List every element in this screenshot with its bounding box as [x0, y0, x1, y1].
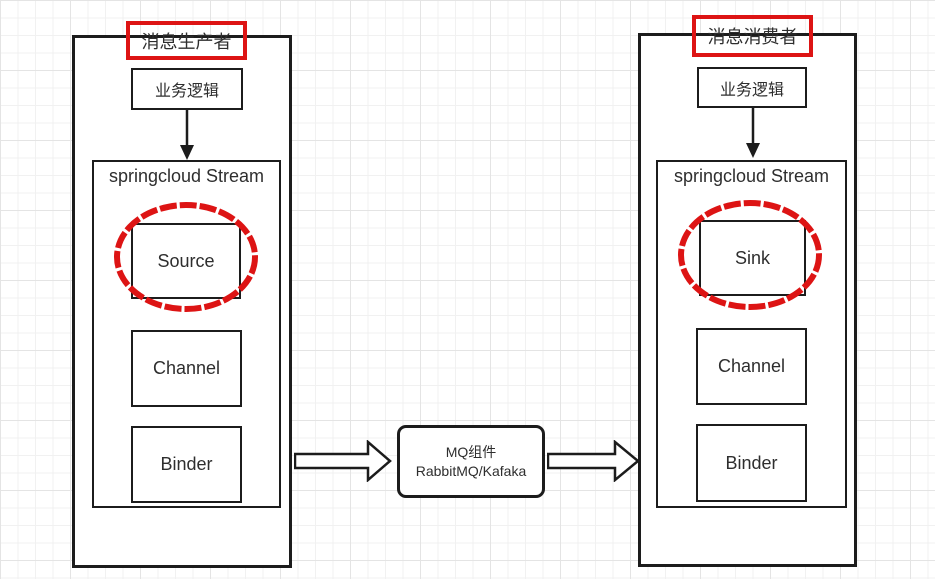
mq-label-line2: RabbitMQ/Kafaka — [415, 462, 527, 479]
producer-stream-label: springcloud Stream — [108, 166, 265, 186]
producer-to-mq-block-arrow-icon — [294, 440, 392, 482]
mq-to-consumer-block-arrow-icon — [547, 440, 640, 482]
consumer-title-highlight: 消息消费者 — [692, 15, 813, 57]
consumer-stream-label: springcloud Stream — [673, 166, 830, 186]
mq-label-line1: MQ组件 — [445, 443, 497, 460]
consumer-binder-box: Binder — [696, 424, 807, 502]
consumer-channel-box: Channel — [696, 328, 807, 405]
producer-title-highlight: 消息生产者 — [126, 21, 247, 60]
producer-source-box: Source — [131, 223, 241, 299]
mq-component-box: MQ组件 RabbitMQ/Kafaka — [397, 425, 545, 498]
producer-binder-box: Binder — [131, 426, 242, 503]
producer-source-label: Source — [157, 250, 215, 271]
consumer-sink-label: Sink — [734, 247, 770, 268]
consumer-business-logic-label: 业务逻辑 — [719, 81, 784, 99]
producer-down-arrow-icon — [180, 110, 194, 160]
consumer-title: 消息消费者 — [707, 27, 798, 47]
consumer-business-logic-box: 业务逻辑 — [697, 67, 807, 108]
producer-business-logic-label: 业务逻辑 — [154, 83, 219, 100]
consumer-down-arrow-icon — [746, 108, 760, 158]
consumer-sink-box: Sink — [699, 220, 806, 296]
consumer-channel-label: Channel — [717, 356, 786, 376]
producer-channel-label: Channel — [152, 358, 221, 378]
producer-binder-label: Binder — [160, 454, 213, 474]
producer-title: 消息生产者 — [141, 31, 232, 52]
consumer-binder-label: Binder — [725, 452, 778, 473]
producer-business-logic-box: 业务逻辑 — [131, 68, 243, 110]
producer-channel-box: Channel — [131, 330, 242, 407]
